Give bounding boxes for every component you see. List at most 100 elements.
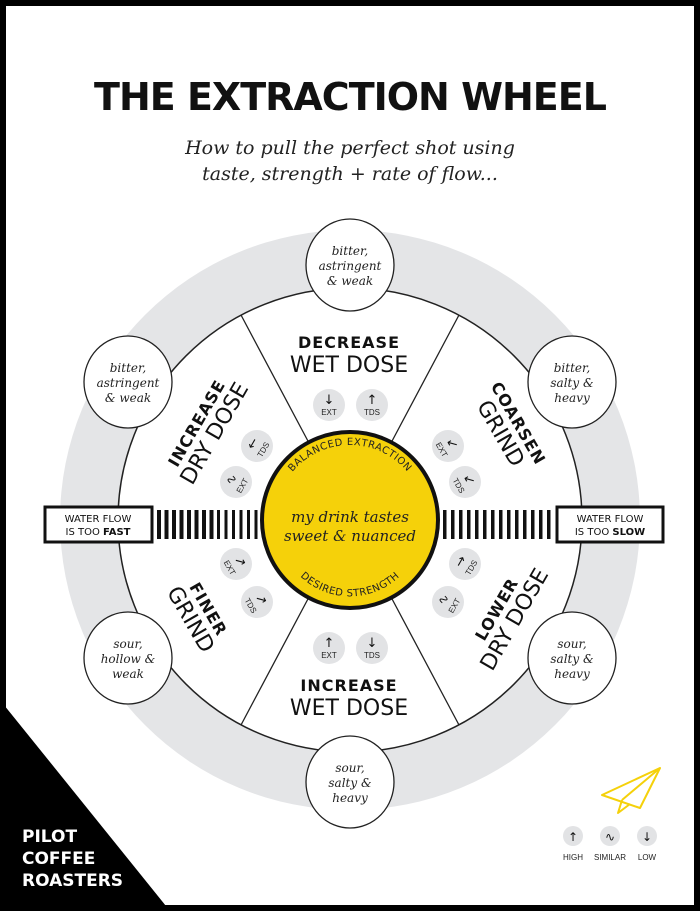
- svg-text:& weak: & weak: [327, 274, 373, 288]
- flow-bar: [179, 510, 184, 539]
- flow-bar: [539, 510, 543, 539]
- indicator-badges: ↓EXT↑TDS↑EXT↓TDS←TDS∿EXT↙EXT↙TDS↗EXT↗TDS…: [220, 389, 481, 664]
- svg-text:astringent: astringent: [97, 376, 160, 390]
- badge-top-tds: ↑TDS: [356, 389, 388, 421]
- svg-text:salty &: salty &: [550, 652, 594, 666]
- flow-bar: [209, 510, 214, 539]
- arrow-icon: ↓: [324, 393, 335, 408]
- badge-upper-right-tds: ↙TDS: [449, 466, 481, 498]
- center-text-1: my drink tastes: [291, 508, 409, 526]
- taste-circle-bottom: sour,salty &heavy: [305, 735, 395, 829]
- badge-upper-left-tds: ←TDS: [241, 430, 273, 462]
- svg-text:sour,: sour,: [335, 761, 364, 775]
- flow-bar: [467, 510, 471, 539]
- svg-text:EXT: EXT: [321, 651, 337, 660]
- badge-lower-left-tds: ↗TDS: [241, 586, 273, 618]
- badge-lower-left-ext: ↗EXT: [220, 548, 252, 580]
- svg-text:heavy: heavy: [332, 791, 368, 805]
- svg-text:WET DOSE: WET DOSE: [290, 353, 408, 378]
- svg-text:WATER FLOW: WATER FLOW: [65, 514, 132, 525]
- flow-bar: [239, 510, 243, 539]
- flow-bar: [451, 510, 455, 539]
- svg-text:EXT: EXT: [321, 408, 337, 417]
- taste-circle-upper-right: bitter,salty &heavy: [527, 335, 617, 429]
- flow-bar: [217, 510, 220, 539]
- paper-plane-icon: [601, 767, 661, 814]
- flow-bar: [187, 510, 191, 539]
- legend-similar: ∿SIMILAR: [594, 826, 626, 862]
- extraction-wheel-poster: THE EXTRACTION WHEEL How to pull the per…: [6, 6, 694, 905]
- svg-text:LOW: LOW: [638, 853, 657, 862]
- badge-lower-right-tds: →TDS: [449, 548, 481, 580]
- badge-upper-right-ext: ↙EXT: [432, 430, 464, 462]
- legend-low: ↓ LOW: [637, 826, 657, 862]
- flow-bar: [202, 510, 206, 539]
- flow-bar: [531, 510, 535, 539]
- svg-text:HIGH: HIGH: [563, 853, 583, 862]
- svg-text:bitter,: bitter,: [332, 244, 369, 258]
- svg-text:sour,: sour,: [557, 637, 586, 651]
- taste-circles: bitter,astringent& weakbitter,astringent…: [83, 218, 617, 829]
- badge-lower-right-ext: ∿EXT: [432, 586, 464, 618]
- logo-line-2: COFFEE: [22, 849, 95, 869]
- svg-text:astringent: astringent: [319, 259, 382, 273]
- svg-text:hollow &: hollow &: [101, 652, 156, 666]
- flow-bar: [224, 510, 228, 539]
- svg-text:weak: weak: [112, 667, 144, 681]
- arrow-icon: ↓: [367, 636, 378, 651]
- taste-circle-upper-left: bitter,astringent& weak: [83, 335, 173, 429]
- svg-text:TDS: TDS: [364, 408, 380, 417]
- svg-text:sour,: sour,: [113, 637, 142, 651]
- legend-high: ↑ HIGH: [563, 826, 583, 862]
- flow-bar: [157, 510, 161, 539]
- flow-bar: [507, 510, 511, 539]
- taste-circle-lower-left: sour,hollow &weak: [83, 611, 173, 705]
- svg-text:salty &: salty &: [328, 776, 372, 790]
- flow-bar: [164, 510, 169, 539]
- svg-text:INCREASE: INCREASE: [300, 676, 397, 695]
- segment-dividers: [240, 314, 460, 726]
- svg-text:bitter,: bitter,: [554, 361, 591, 375]
- svg-text:& weak: & weak: [105, 391, 151, 405]
- svg-text:TDS: TDS: [364, 651, 380, 660]
- flow-bar: [491, 510, 495, 539]
- flow-bar: [172, 510, 176, 539]
- taste-circle-lower-right: sour,salty &heavy: [527, 611, 617, 705]
- svg-text:WET DOSE: WET DOSE: [290, 696, 408, 721]
- legend-arrow-icon: ↑: [568, 830, 578, 844]
- flow-bar: [194, 510, 199, 539]
- flow-bar: [523, 510, 527, 539]
- flow-bar: [247, 510, 250, 539]
- legend-arrow-icon: ↓: [642, 830, 652, 844]
- arrow-icon: ↑: [324, 636, 335, 651]
- svg-text:IS TOO FAST: IS TOO FAST: [66, 527, 131, 538]
- flow-bar: [254, 510, 258, 539]
- flow-bar: [232, 510, 235, 539]
- flow-bar: [515, 510, 519, 539]
- water-flow-slow-box: WATER FLOW IS TOO SLOW: [555, 505, 665, 544]
- segment-bottom: INCREASE WET DOSE: [290, 676, 408, 721]
- flow-bar: [459, 510, 463, 539]
- water-flow-fast-box: WATER FLOW IS TOO FAST: [43, 505, 154, 544]
- page-title: THE EXTRACTION WHEEL: [94, 75, 607, 119]
- flow-bar: [443, 510, 447, 539]
- svg-text:bitter,: bitter,: [110, 361, 147, 375]
- badge-top-ext: ↓EXT: [313, 389, 345, 421]
- logo-line-1: PILOT: [22, 827, 77, 847]
- arrow-icon: ↑: [367, 393, 378, 408]
- flow-rate-bars: [157, 510, 551, 539]
- legend: ↑ HIGH ∿SIMILAR ↓ LOW: [563, 826, 657, 862]
- subtitle-line-1: How to pull the perfect shot using: [184, 137, 515, 159]
- badge-bottom-ext: ↑EXT: [313, 632, 345, 664]
- svg-text:heavy: heavy: [554, 667, 590, 681]
- segment-top: DECREASE WET DOSE: [290, 333, 408, 378]
- logo-corner: [6, 707, 166, 905]
- svg-text:WATER FLOW: WATER FLOW: [577, 514, 644, 525]
- badge-bottom-tds: ↓TDS: [356, 632, 388, 664]
- badge-upper-left-ext: ∿EXT: [220, 466, 252, 498]
- flow-bar: [475, 510, 479, 539]
- center-text-2: sweet & nuanced: [284, 527, 416, 545]
- svg-text:DECREASE: DECREASE: [298, 333, 400, 352]
- wheel-graphic: THE EXTRACTION WHEEL How to pull the per…: [6, 75, 665, 905]
- subtitle-line-2: taste, strength + rate of flow...: [202, 163, 498, 185]
